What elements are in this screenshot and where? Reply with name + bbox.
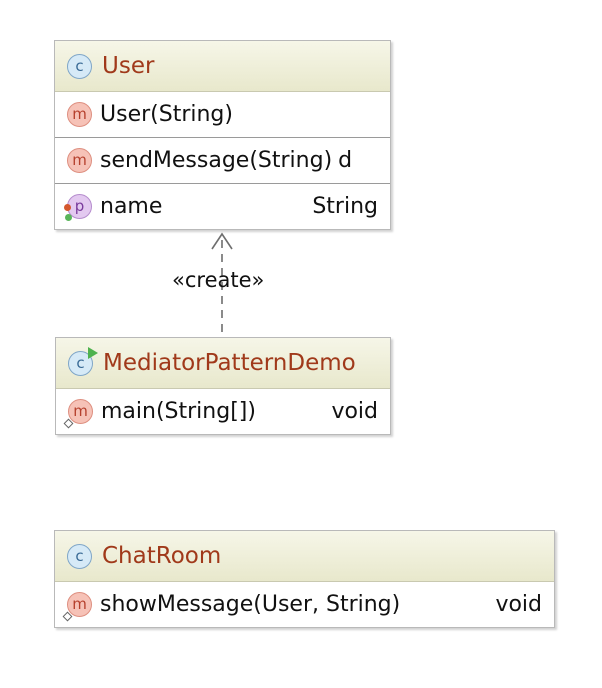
user-constructor-row[interactable]: m User(String) — [55, 92, 390, 137]
demo-class-header[interactable]: c MediatorPatternDemo — [56, 338, 390, 389]
user-class-header[interactable]: c User — [55, 41, 390, 92]
class-icon: c — [67, 53, 92, 79]
public-accessor-dot-icon — [65, 214, 72, 221]
static-marker-icon — [62, 611, 73, 622]
user-class-name: User — [102, 53, 155, 79]
static-marker-icon — [63, 418, 74, 429]
property-icon: p — [64, 194, 92, 221]
dependency-arrowhead — [211, 232, 233, 250]
demo-class-box[interactable]: c MediatorPatternDemo m main(String[]) v… — [55, 337, 391, 435]
runnable-class-icon: c — [68, 346, 98, 376]
method-icon: m — [67, 148, 92, 173]
chatroom-class-box[interactable]: c ChatRoom m showMessage(User, String) v… — [54, 530, 555, 628]
method-signature: main(String[]) — [101, 399, 256, 424]
method-return-type: d — [338, 148, 353, 173]
method-return-type: void — [331, 399, 378, 424]
demo-method-row[interactable]: m main(String[]) void — [56, 389, 390, 434]
chatroom-method-row[interactable]: m showMessage(User, String) void — [55, 582, 554, 627]
static-method-icon: m — [62, 592, 92, 622]
constructor-signature: User(String) — [100, 102, 233, 127]
run-marker-icon — [88, 346, 98, 359]
demo-class-name: MediatorPatternDemo — [103, 350, 356, 376]
method-return-type: void — [495, 592, 542, 617]
user-class-box[interactable]: c User m User(String) m sendMessage(Stri… — [54, 40, 391, 230]
method-signature: sendMessage(String) — [100, 148, 333, 173]
method-icon: m — [67, 102, 92, 127]
private-field-dot-icon — [64, 204, 71, 211]
method-signature: showMessage(User, String) — [100, 592, 401, 617]
property-type: String — [312, 194, 378, 219]
class-icon: c — [67, 543, 92, 569]
property-name: name — [100, 194, 163, 219]
chatroom-class-header[interactable]: c ChatRoom — [55, 531, 554, 582]
user-property-row[interactable]: p name String — [55, 183, 390, 229]
create-stereotype-label: «create» — [172, 268, 265, 292]
static-method-icon: m — [63, 399, 93, 429]
chatroom-class-name: ChatRoom — [102, 543, 222, 569]
user-method-row[interactable]: m sendMessage(String) d — [55, 137, 390, 183]
